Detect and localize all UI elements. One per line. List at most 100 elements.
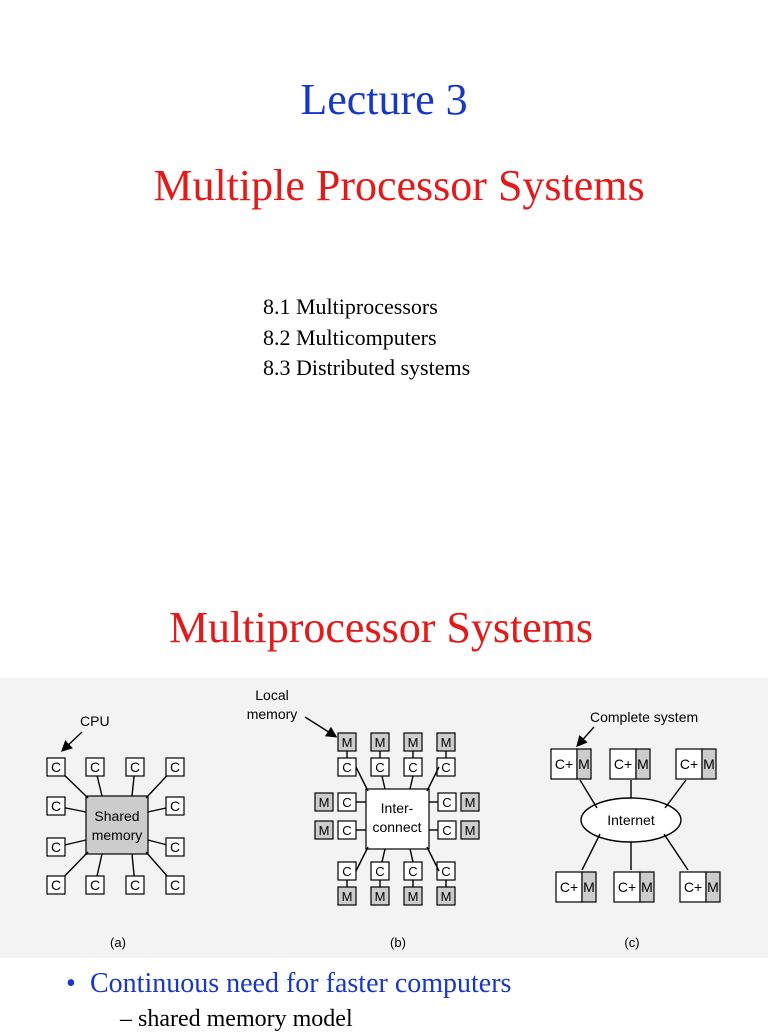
interconnect-link-line [381, 775, 386, 790]
lecture-number-title: Lecture 3 [300, 75, 468, 124]
caption-a: (a) [110, 935, 126, 950]
cpu-node-label: C [51, 759, 61, 775]
cpu-node-label: C [170, 798, 180, 814]
cpu-node-box [165, 875, 185, 895]
computer-node-memory-label: M [707, 879, 719, 895]
computer-node-memory-label: M [641, 879, 653, 895]
shared-memory-box [85, 795, 149, 855]
network-link-line [579, 779, 598, 809]
cpu-node-label: C [441, 760, 450, 775]
local-memory-node-label: M [408, 735, 419, 750]
cpu-node-label: C [342, 864, 351, 879]
computer-node-memory-label: M [703, 756, 715, 772]
computer-node-cpu-label: C+ [560, 879, 578, 895]
computer-node-memory-label: M [583, 879, 595, 895]
cpu-node-label: C [408, 864, 417, 879]
cpu-node-label: C [342, 760, 351, 775]
slide-title: Multiple Processor Systems [153, 161, 645, 210]
cpu-node-label: C [408, 760, 417, 775]
cpu-node-label: C [442, 823, 451, 838]
computer-node-cpu-box [550, 748, 578, 780]
section-title: Multiprocessor Systems [168, 603, 594, 652]
local-memory-node-label: M [342, 889, 353, 904]
local-memory-node-label: M [375, 735, 386, 750]
computer-node-memory-label: M [578, 756, 590, 772]
cpu-callout-label: CPU [80, 713, 110, 729]
interconnect-link-line [409, 775, 414, 790]
computer-node-cpu-label: C+ [614, 756, 632, 772]
local-memory-node-label: M [441, 735, 452, 750]
computer-node-cpu-box [613, 871, 641, 903]
cpu-node-label: C [170, 759, 180, 775]
local-memory-node-label: M [408, 889, 419, 904]
local-memory-node-box [460, 820, 480, 840]
interconnect-label-line2: connect [372, 819, 421, 835]
interconnect-box [365, 788, 430, 850]
interconnect-link-line [426, 846, 440, 872]
cpu-node-box [125, 875, 145, 895]
bullet-text: Continuous need for faster computers [90, 968, 512, 999]
cpu-node-box [46, 837, 66, 857]
interconnect-link-line [355, 846, 369, 872]
cpu-node-box [165, 757, 185, 777]
local-memory-callout-line2: memory [247, 706, 298, 722]
cpu-node-box [46, 875, 66, 895]
computer-node-memory-box [576, 748, 592, 780]
cpu-node-label: C [130, 759, 140, 775]
cpu-node-box [125, 757, 145, 777]
toc-item-multicomputers: 8.2 Multicomputers [263, 324, 437, 350]
computer-node-memory-box [635, 748, 651, 780]
table-of-contents: 8.1 Multiprocessors 8.2 Multicomputers 8… [263, 292, 470, 384]
computer-node-memory-box [705, 871, 721, 903]
local-memory-node-label: M [375, 889, 386, 904]
toc-item-multiprocessors: 8.1 Multiprocessors [263, 294, 438, 319]
computer-node-cpu-box [679, 871, 707, 903]
interconnect-link-line [381, 848, 386, 863]
interconnect-link-line [426, 766, 440, 792]
computer-node-memory-box [581, 871, 597, 903]
cpu-node-label: C [51, 839, 61, 855]
network-link-line [663, 833, 689, 871]
shared-memory-label-line2: memory [92, 827, 143, 843]
cpu-node-label: C [342, 795, 351, 810]
cpu-node-label: C [170, 839, 180, 855]
cpu-node-label: C [441, 864, 450, 879]
computer-node-cpu-label: C+ [618, 879, 636, 895]
computer-node-memory-label: M [637, 756, 649, 772]
internet-label: Internet [607, 812, 655, 828]
cpu-node-box [46, 757, 66, 777]
computer-node-memory-box [639, 871, 655, 903]
local-memory-node-label: M [441, 889, 452, 904]
cpu-node-box [46, 796, 66, 816]
interconnect-link-line [409, 848, 414, 863]
cpu-callout-arrow [60, 731, 83, 752]
local-memory-node-label: M [342, 735, 353, 750]
computer-node-cpu-label: C+ [684, 879, 702, 895]
cpu-node-label: C [130, 877, 140, 893]
network-link-line [664, 779, 687, 809]
computer-node-cpu-label: C+ [680, 756, 698, 772]
local-memory-node-box [314, 820, 334, 840]
computer-node-cpu-box [609, 748, 637, 780]
cpu-node-box [165, 796, 185, 816]
bullet-item: •Continuous need for faster computers [66, 968, 511, 1000]
cpu-node-label: C [51, 798, 61, 814]
local-memory-node-label: M [465, 823, 476, 838]
cpu-node-label: C [170, 877, 180, 893]
cpu-node-box [85, 757, 105, 777]
computer-node-cpu-label: C+ [555, 756, 573, 772]
local-memory-callout-arrow [304, 716, 338, 738]
local-memory-node-label: M [465, 795, 476, 810]
interconnect-link-line [355, 766, 369, 792]
cpu-node-label: C [375, 864, 384, 879]
local-memory-node-label: M [319, 795, 330, 810]
complete-system-callout-label: Complete system [590, 709, 698, 725]
local-memory-node-box [460, 792, 480, 812]
caption-c: (c) [624, 935, 639, 950]
toc-item-distributed-systems: 8.3 Distributed systems [263, 355, 471, 380]
local-memory-node-label: M [319, 823, 330, 838]
computer-node-cpu-box [555, 871, 583, 903]
cpu-node-label: C [342, 823, 351, 838]
